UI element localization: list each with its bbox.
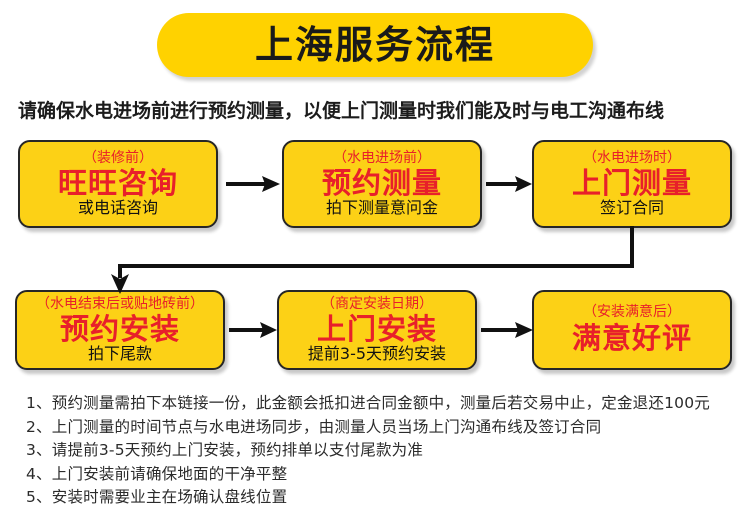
flow-step-3-note: （水电进场时） xyxy=(583,150,681,167)
flow-step-6: （安装满意后） 满意好评 xyxy=(532,290,732,370)
arrow-right-icon-step1-step2 xyxy=(226,176,280,192)
subtitle-text: 请确保水电进场前进行预约测量，以便上门测量时我们能及时与电工沟通布线 xyxy=(18,100,665,122)
page-title: 上海服务流程 xyxy=(254,23,495,67)
flow-step-1: （装修前） 旺旺咨询 或电话咨询 xyxy=(18,140,218,228)
flow-step-4-note: （水电结束后或贴地砖前） xyxy=(36,296,204,313)
flow-step-2-title: 预约测量 xyxy=(321,165,442,200)
note-line-2: 2、上门测量的时间节点与水电进场同步，由测量人员当场上门沟通布线及签订合同 xyxy=(26,417,602,436)
flow-step-6-title: 满意好评 xyxy=(571,321,692,356)
page-title-banner: 上海服务流程 xyxy=(157,13,593,77)
flow-step-2: （水电进场前） 预约测量 拍下测量意问金 xyxy=(282,140,482,228)
arrow-right-icon-step2-step3 xyxy=(486,176,532,192)
note-line-1: 1、预约测量需拍下本链接一份，此金额会抵扣进合同金额中，测量后若交易中止，定金退… xyxy=(26,394,710,412)
elbow-connector-step3-step4 xyxy=(111,226,634,294)
arrow-right-icon-step4-step5 xyxy=(229,322,277,338)
flow-step-2-sub: 拍下测量意问金 xyxy=(325,198,438,218)
flow-step-6-note: （安装满意后） xyxy=(583,303,681,320)
flow-step-3-sub: 签订合同 xyxy=(599,198,664,218)
flow-step-4-sub: 拍下尾款 xyxy=(87,344,152,364)
arrow-right-icon-step5-step6 xyxy=(481,322,533,338)
flow-step-1-note: （装修前） xyxy=(83,150,153,167)
note-line-4: 4、上门安装前请确保地面的干净平整 xyxy=(26,464,288,483)
flow-step-5: （商定安装日期） 上门安装 提前3-5天预约安装 xyxy=(277,290,477,370)
note-line-3: 3、请提前3-5天预约上门安装，预约排单以支付尾款为准 xyxy=(26,441,424,459)
flow-step-5-note: （商定安装日期） xyxy=(321,296,433,313)
flow-step-2-note: （水电进场前） xyxy=(333,150,431,167)
flow-step-3: （水电进场时） 上门测量 签订合同 xyxy=(532,140,732,228)
flow-step-5-sub: 提前3-5天预约安装 xyxy=(307,344,447,364)
flow-step-1-sub: 或电话咨询 xyxy=(77,198,158,218)
flow-step-5-title: 上门安装 xyxy=(316,311,437,346)
flow-step-4: （水电结束后或贴地砖前） 预约安装 拍下尾款 xyxy=(15,290,225,370)
note-line-5: 5、安装时需要业主在场确认盘线位置 xyxy=(26,488,288,506)
flow-step-4-title: 预约安装 xyxy=(59,311,180,346)
flow-step-3-title: 上门测量 xyxy=(571,165,692,200)
flow-step-1-title: 旺旺咨询 xyxy=(57,165,178,200)
notes-list: 1、预约测量需拍下本链接一份，此金额会抵扣进合同金额中，测量后若交易中止，定金退… xyxy=(26,392,738,510)
